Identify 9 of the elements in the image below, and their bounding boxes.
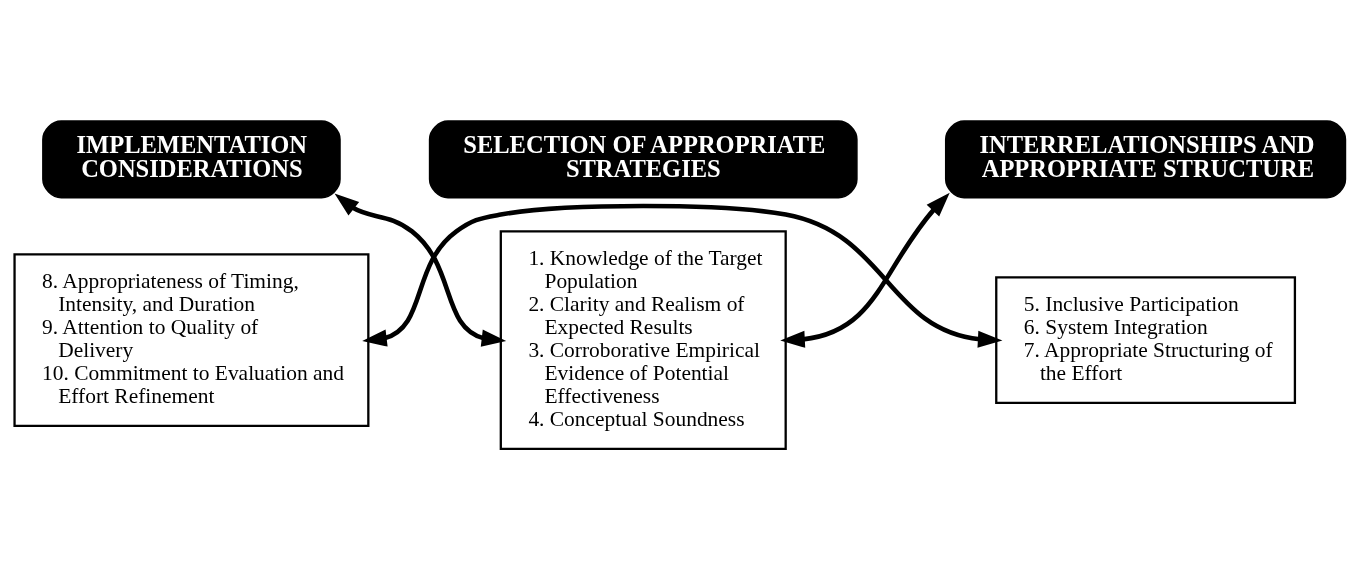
node-box: IMPLEMENTATION CONSIDERATIONS [42,119,341,198]
node-box: 5. Inclusive Participation 6. System Integration 7. Appropriate Structuring of the Effort [995,275,1297,404]
node-box: 1. Knowledge of the Target Population 2. Clarity and Realism of Expected Results 3. Corroborative Empirical Evidence of Potential Effectiveness 4. Conceptual Soundness [499,229,787,450]
node-box: 8. Appropriateness of Timing, Intensity, and Duration 9. Attention to Quality of Delivery 10. Commitment to Evaluation and Effort Refinement [13,252,370,427]
arrow [334,192,507,347]
arrow [362,203,1003,348]
node-box: INTERRELATIONSHIPS AND APPROPRIATE STRUCTURE [944,119,1347,198]
node-box: SELECTION OF APPROPRIATE STRATEGIES [428,119,858,198]
arrow [780,192,950,348]
